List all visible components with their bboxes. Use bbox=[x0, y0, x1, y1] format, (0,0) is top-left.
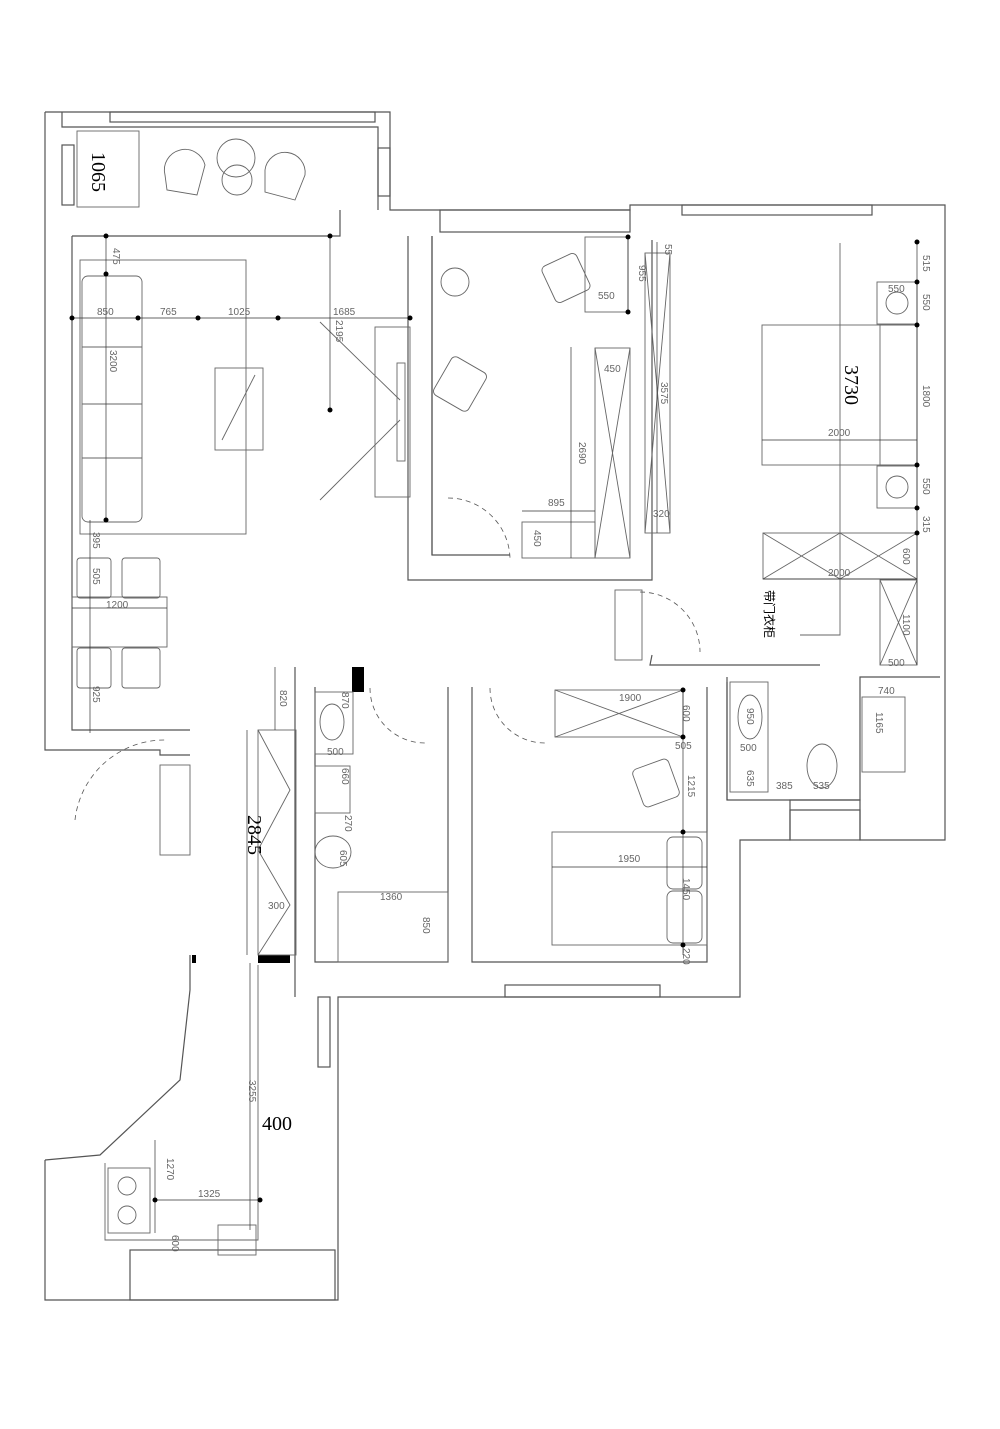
dimension-label: 550 bbox=[920, 478, 931, 495]
dimension-label: 1450 bbox=[680, 878, 691, 901]
stove bbox=[107, 1167, 151, 1234]
plant bbox=[440, 267, 470, 297]
bedroom2-dimensions: 1900 600 505 1215 1950 1450 220 bbox=[618, 693, 696, 965]
dimension-label: 600 bbox=[169, 1235, 180, 1252]
sink bbox=[737, 694, 763, 740]
furniture bbox=[71, 130, 918, 1256]
dimension-label: 550 bbox=[920, 294, 931, 311]
dimension-label: 740 bbox=[878, 686, 895, 697]
wardrobe bbox=[644, 252, 671, 534]
armchair bbox=[163, 148, 206, 196]
dimension-label: 385 bbox=[776, 781, 793, 792]
bookshelf bbox=[594, 347, 631, 559]
dimension-label: 1165 bbox=[873, 712, 884, 734]
dimension-label: 600 bbox=[680, 705, 691, 722]
dimension-label: 1200 bbox=[106, 600, 129, 611]
dimension-label: 515 bbox=[920, 255, 931, 272]
dimension-label: 3200 bbox=[107, 350, 118, 373]
dimension-label: 400 bbox=[262, 1113, 292, 1135]
dimension-label: 850 bbox=[97, 307, 114, 318]
dimension-label: 1100 bbox=[900, 614, 911, 636]
outer-walls bbox=[44, 111, 946, 1301]
dimension-label: 955 bbox=[636, 265, 647, 282]
dimension-label: 925 bbox=[90, 686, 101, 703]
dimension-label: 3575 bbox=[658, 382, 669, 405]
bed bbox=[761, 324, 918, 466]
dimension-label: 320 bbox=[653, 509, 670, 520]
dimension-label: 660 bbox=[339, 768, 350, 785]
dimension-label: 635 bbox=[744, 770, 755, 787]
dimension-label: 450 bbox=[531, 530, 542, 547]
bed bbox=[551, 831, 708, 946]
dimension-label: 505 bbox=[675, 741, 692, 752]
dimension-label: 820 bbox=[277, 690, 288, 707]
dimension-label: 1270 bbox=[164, 1158, 175, 1181]
dimension-label: 765 bbox=[160, 307, 177, 318]
dimension-label: 395 bbox=[90, 532, 101, 549]
sink bbox=[319, 703, 345, 741]
dimension-label: 550 bbox=[598, 291, 615, 302]
dimension-label: 1360 bbox=[380, 892, 403, 903]
dimension-label: 505 bbox=[90, 568, 101, 585]
dimension-label: 1685 bbox=[333, 307, 356, 318]
dimension-label: 1065 bbox=[87, 152, 109, 192]
dimension-label: 2195 bbox=[333, 320, 344, 343]
coffee-table bbox=[214, 367, 264, 451]
toilet bbox=[314, 835, 352, 869]
shoe-cabinet bbox=[257, 729, 297, 956]
dimension-label: 895 bbox=[548, 498, 565, 509]
chair bbox=[632, 758, 680, 808]
dimension-label: 450 bbox=[604, 364, 621, 375]
dining-table bbox=[71, 596, 168, 648]
master-bedroom-dimensions: 3730 515 550 550 1800 2000 550 315 600 2… bbox=[762, 255, 931, 669]
bathroom1-dimensions: 820 870 500 660 270 2845 605 1360 300 85… bbox=[243, 690, 431, 934]
armchair bbox=[264, 151, 306, 201]
side-table bbox=[216, 138, 256, 178]
dimension-label: 2000 bbox=[828, 428, 851, 439]
tv-cabinet bbox=[374, 326, 411, 498]
dimension-label: 850 bbox=[420, 917, 431, 934]
dimension-label: 270 bbox=[342, 815, 353, 832]
dimension-label: 55 bbox=[662, 244, 673, 256]
dimension-label: 3730 bbox=[840, 365, 862, 405]
sofa bbox=[81, 275, 143, 523]
dimension-label: 300 bbox=[268, 901, 285, 912]
dimension-label: 315 bbox=[920, 516, 931, 533]
shower bbox=[861, 696, 906, 773]
dimension-label: 1800 bbox=[920, 385, 931, 408]
bathroom2-dimensions: 950 500 635 385 535 740 1165 bbox=[740, 686, 895, 792]
dimension-lines bbox=[72, 236, 918, 1233]
dimension-label: 535 bbox=[813, 781, 830, 792]
dimension-label: 605 bbox=[337, 850, 348, 867]
dimension-label: 1900 bbox=[619, 693, 642, 704]
dimension-label: 1950 bbox=[618, 854, 641, 865]
dimension-label: 3255 bbox=[246, 1080, 257, 1103]
dimension-label: 1215 bbox=[685, 775, 696, 798]
dimension-label: 1325 bbox=[198, 1189, 221, 1200]
dimension-label: 475 bbox=[110, 248, 121, 265]
office-chair bbox=[541, 253, 591, 303]
dimension-label: 500 bbox=[327, 747, 344, 758]
toilet bbox=[806, 743, 838, 789]
dimension-label: 2000 bbox=[828, 568, 851, 579]
dimension-ticks bbox=[69, 233, 920, 1203]
dimension-label: 600 bbox=[900, 548, 911, 565]
dimension-label: 2845 bbox=[243, 815, 265, 855]
living-room-dimensions: 1065 475 850 765 1025 1685 2195 3200 395… bbox=[87, 152, 356, 703]
dimension-label: 950 bbox=[744, 708, 755, 725]
nightstand bbox=[876, 465, 918, 509]
dimension-label: 1025 bbox=[228, 307, 251, 318]
study-dimensions: 955 550 450 2690 895 450 3575 320 55 bbox=[531, 244, 673, 547]
dimension-label: 500 bbox=[888, 658, 905, 669]
wardrobe-label: 带门衣柜 bbox=[762, 590, 777, 638]
cabinet bbox=[76, 130, 140, 208]
dimension-label: 550 bbox=[888, 284, 905, 295]
armchair bbox=[433, 356, 487, 412]
kitchen-dimensions: 3255 400 1270 1325 600 bbox=[164, 1080, 292, 1252]
shower bbox=[337, 891, 449, 963]
dimension-label: 220 bbox=[680, 948, 691, 965]
dimension-label: 500 bbox=[740, 743, 757, 754]
dimension-label: 2690 bbox=[576, 442, 587, 465]
dimension-label: 870 bbox=[339, 692, 350, 709]
